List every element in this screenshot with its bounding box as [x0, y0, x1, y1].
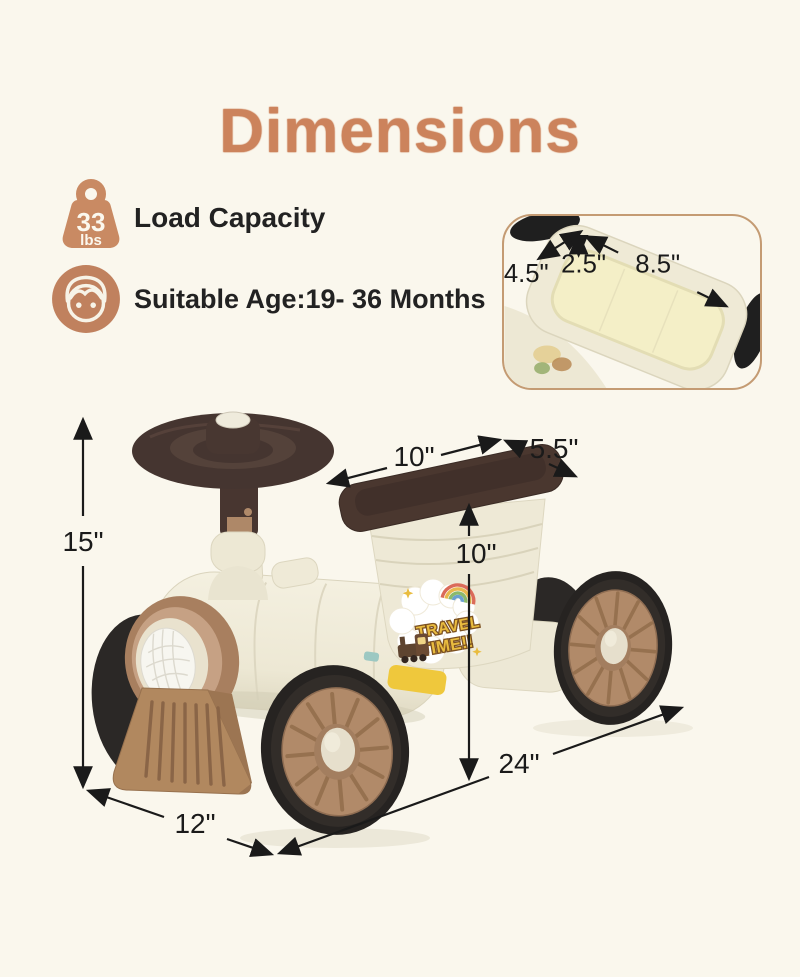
dim-height-label: 15" [62, 526, 103, 557]
weight-unit: lbs [80, 232, 102, 249]
storage-bin [525, 225, 748, 388]
page-title: Dimensions [219, 97, 581, 166]
bin-length-label: 8.5" [635, 250, 680, 278]
inset-rear-part [733, 292, 760, 369]
storage-inset: 4.5" 2.5" 8.5" [502, 214, 762, 390]
rear-wheel [553, 571, 673, 725]
dim-seat-length-label: 10" [393, 441, 434, 472]
weight-icon: 33 lbs [56, 178, 126, 259]
rainbow [440, 583, 476, 605]
star [402, 588, 414, 599]
whistle-dome [271, 557, 319, 589]
suitable-age-label: Suitable Age:19- 36 Months [134, 284, 486, 314]
dimension-annotations: 15" 10" 5.5" 10" 24" 12" [62, 416, 685, 857]
horn-button [215, 411, 251, 429]
bin-width-label: 4.5" [504, 260, 549, 288]
product-illustration: TRAVEL TIME!! [62, 411, 693, 857]
child-face-icon [50, 263, 122, 340]
decal-train [397, 633, 430, 664]
weight-value: 33 [77, 207, 106, 237]
load-capacity-label: Load Capacity [134, 202, 326, 233]
dim-seat-height-label: 10" [455, 538, 496, 569]
rear-wheel-shadow [533, 719, 693, 737]
switch-detail [363, 651, 380, 662]
front-wheel [260, 665, 410, 835]
dim-width-label: 12" [174, 808, 215, 839]
dim-seat-width-label: 5.5" [530, 433, 579, 464]
footrest-pedal [387, 664, 447, 696]
steering-column [208, 455, 268, 600]
cow-catcher [112, 687, 252, 795]
inset-body-corner [504, 305, 607, 388]
bin-depth-label: 2.5" [561, 250, 606, 278]
dim-length-label: 24" [498, 748, 539, 779]
steering-wheel [132, 411, 334, 489]
star [472, 647, 482, 657]
